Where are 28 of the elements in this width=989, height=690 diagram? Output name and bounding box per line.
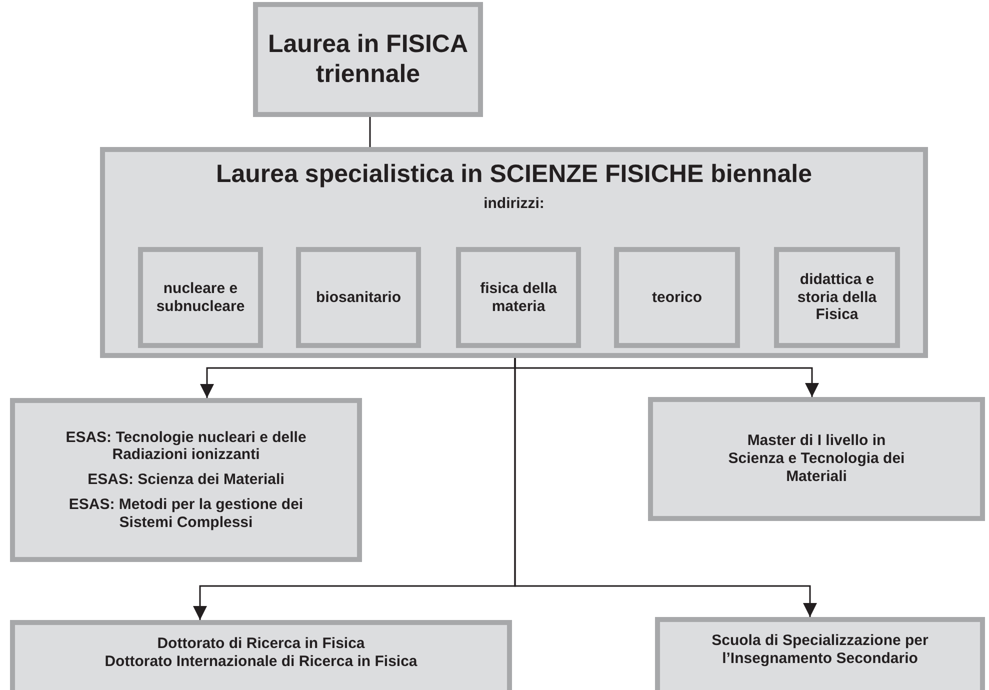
program-box <box>253 2 483 117</box>
box-label: ESAS: Tecnologie nucleari e delle Radiazioni ionizzanti <box>64 428 308 464</box>
box-label: Dottorato di Ricerca in Fisica <box>157 635 365 653</box>
box-label: Dottorato Internazionale di Ricerca in Fisica <box>104 652 418 670</box>
program-box <box>100 147 928 358</box>
track-box <box>456 247 581 348</box>
box-label: fisica della materia <box>479 280 558 316</box>
box-label: ESAS: Metodi per la gestione dei Sistemi Complessi <box>68 496 304 532</box>
box-title: Laurea specialistica in SCIENZE FISICHE biennale <box>216 160 812 190</box>
box-label: Master di I livello in Scienza e Tecnologia dei Materiali <box>727 432 906 486</box>
track-box <box>774 247 900 348</box>
track-box <box>138 247 263 348</box>
box-label: biosanitario <box>316 288 401 306</box>
connector-line <box>369 117 371 147</box>
track-box <box>614 247 740 348</box>
box-label: teorico <box>652 288 702 306</box>
box-label: ESAS: Scienza dei Materiali <box>88 471 284 489</box>
subheading: indirizzi: <box>484 194 544 212</box>
program-box <box>655 617 985 690</box>
box-label: Scuola di Specializzazione per l’Insegnamento Secondario <box>710 632 930 668</box>
arrow <box>514 358 817 617</box>
box-label: didattica e storia della Fisica <box>796 270 878 324</box>
program-box <box>10 620 512 690</box>
program-box <box>10 398 362 562</box>
program-box <box>648 397 985 521</box>
track-box <box>296 247 421 348</box>
box-label: nucleare e subnucleare <box>155 280 246 316</box>
box-title: Laurea in FISICA triennale <box>266 30 470 89</box>
